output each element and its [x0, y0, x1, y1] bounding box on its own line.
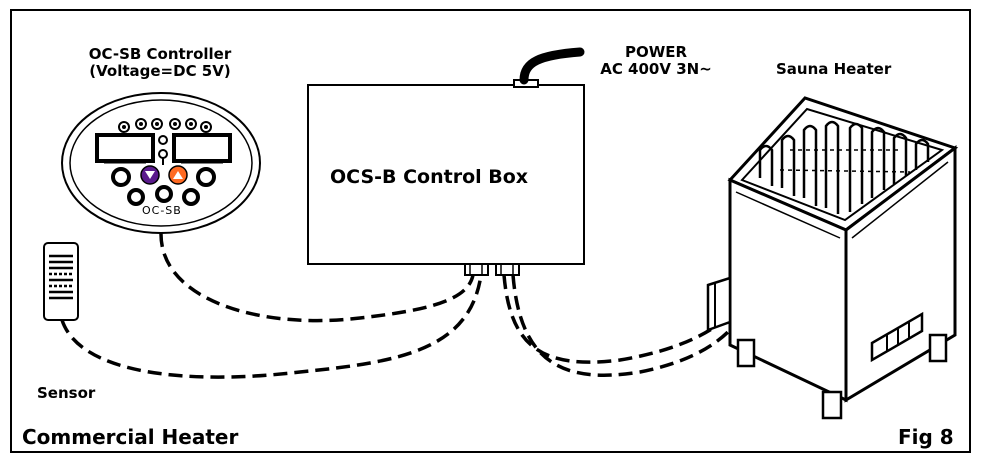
- fan-button: [196, 167, 216, 187]
- control-box-label: OCS-B Control Box: [330, 166, 529, 188]
- timer-button: [182, 188, 200, 206]
- gland-left: [464, 263, 489, 276]
- heater-junction-box: [706, 276, 732, 332]
- display-indicator-leds: [158, 135, 168, 159]
- cables: [60, 232, 732, 379]
- controller-panel: [61, 92, 261, 234]
- sensor-label: Sensor: [37, 384, 96, 402]
- power-cable: [519, 47, 585, 85]
- heater-control-panel: [870, 311, 924, 363]
- heater-legs: [736, 333, 948, 420]
- footer-caption: Commercial Heater: [22, 425, 239, 449]
- heater-cable-1: [502, 274, 729, 364]
- power-title: POWER: [624, 43, 688, 61]
- sensor-cable: [60, 274, 483, 379]
- sensor-unit: [43, 242, 79, 321]
- controller-label: OC-SB Controller (Voltage=DC 5V): [70, 45, 250, 81]
- power-spec: AC 400V 3N~: [600, 60, 712, 79]
- sauna-heater: [706, 96, 959, 420]
- heater-label: Sauna Heater: [776, 60, 892, 78]
- controller-title: OC-SB Controller: [88, 45, 232, 63]
- control-box: [307, 79, 585, 276]
- figure-frame: [10, 9, 971, 453]
- power-button: [155, 185, 173, 203]
- settings-button: [127, 188, 145, 206]
- power-label: POWER AC 400V 3N~: [586, 43, 726, 79]
- time-display: [95, 133, 155, 163]
- controller-voltage: (Voltage=DC 5V): [89, 62, 231, 81]
- light-button: [111, 167, 131, 187]
- controller-cable: [159, 232, 475, 323]
- figure-number: Fig 8: [898, 425, 954, 449]
- heating-elements: [758, 120, 930, 214]
- temp-display: [172, 133, 232, 163]
- gland-right: [495, 263, 520, 276]
- controller-function-buttons: [118, 118, 212, 133]
- controller-brand: OC-SB: [142, 204, 182, 217]
- heater-cable-2: [511, 274, 732, 377]
